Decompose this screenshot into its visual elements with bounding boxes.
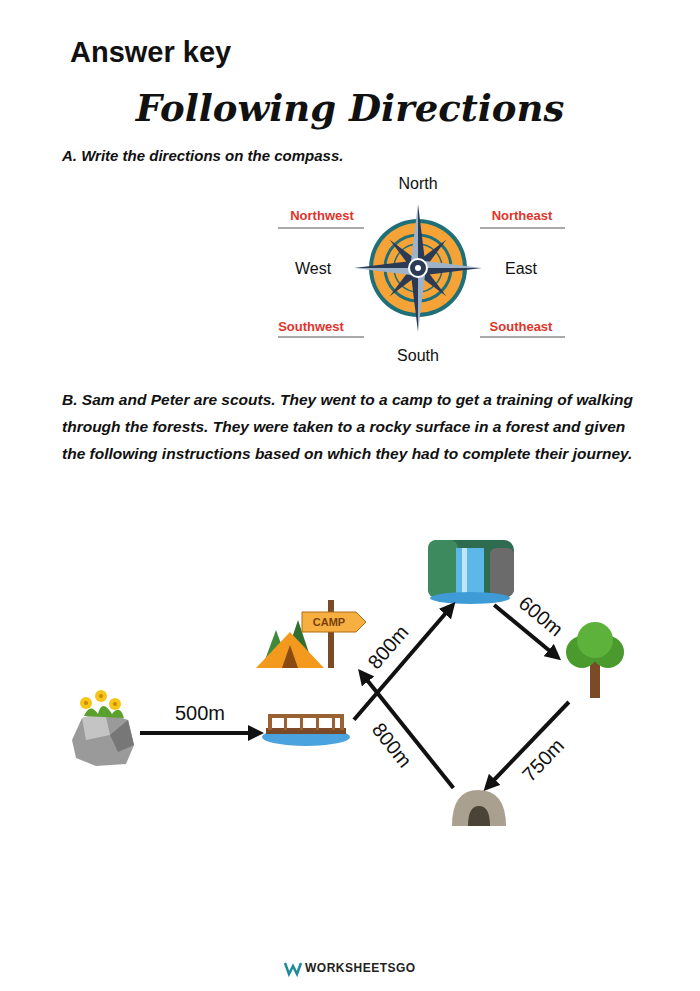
logo-mark — [285, 963, 301, 974]
route-arrow — [486, 702, 569, 788]
map-place — [450, 790, 508, 828]
label: A. Write the directions on the compass. — [62, 147, 343, 164]
waterfall-icon — [428, 540, 514, 604]
label: Southwest — [278, 319, 344, 334]
route-arrow — [361, 672, 454, 788]
tree-icon — [566, 622, 624, 698]
label: Northeast — [492, 208, 553, 223]
route-arrow — [354, 605, 453, 720]
map-place — [68, 685, 138, 767]
label: B. Sam and Peter are scouts. They went t… — [62, 386, 652, 467]
title: Following Directions — [136, 86, 565, 130]
sign-text: CAMP — [302, 612, 356, 632]
label: East — [505, 260, 537, 278]
map-place: CAMP — [255, 578, 367, 670]
bridge-icon — [262, 714, 350, 746]
distance-label: 800m — [367, 717, 418, 773]
cave-icon — [452, 790, 506, 826]
label: North — [398, 175, 437, 193]
distance-label: 800m — [362, 620, 414, 675]
map-place — [560, 625, 630, 700]
route-arrow — [140, 731, 260, 735]
distance-label: 500m — [173, 702, 227, 724]
label: Northwest — [290, 208, 354, 223]
camp-icon — [256, 600, 366, 668]
label: West — [295, 260, 331, 278]
compass-rose — [354, 204, 482, 332]
rock-icon — [72, 690, 134, 766]
map-place — [262, 712, 352, 748]
distance-label: 600m — [513, 591, 569, 642]
label: Southeast — [490, 319, 553, 334]
label: Answer key — [70, 36, 231, 69]
distance-label: 750m — [516, 733, 569, 787]
label: South — [397, 347, 439, 365]
map-place — [425, 535, 517, 603]
label: WORKSHEETSGO — [305, 961, 416, 975]
